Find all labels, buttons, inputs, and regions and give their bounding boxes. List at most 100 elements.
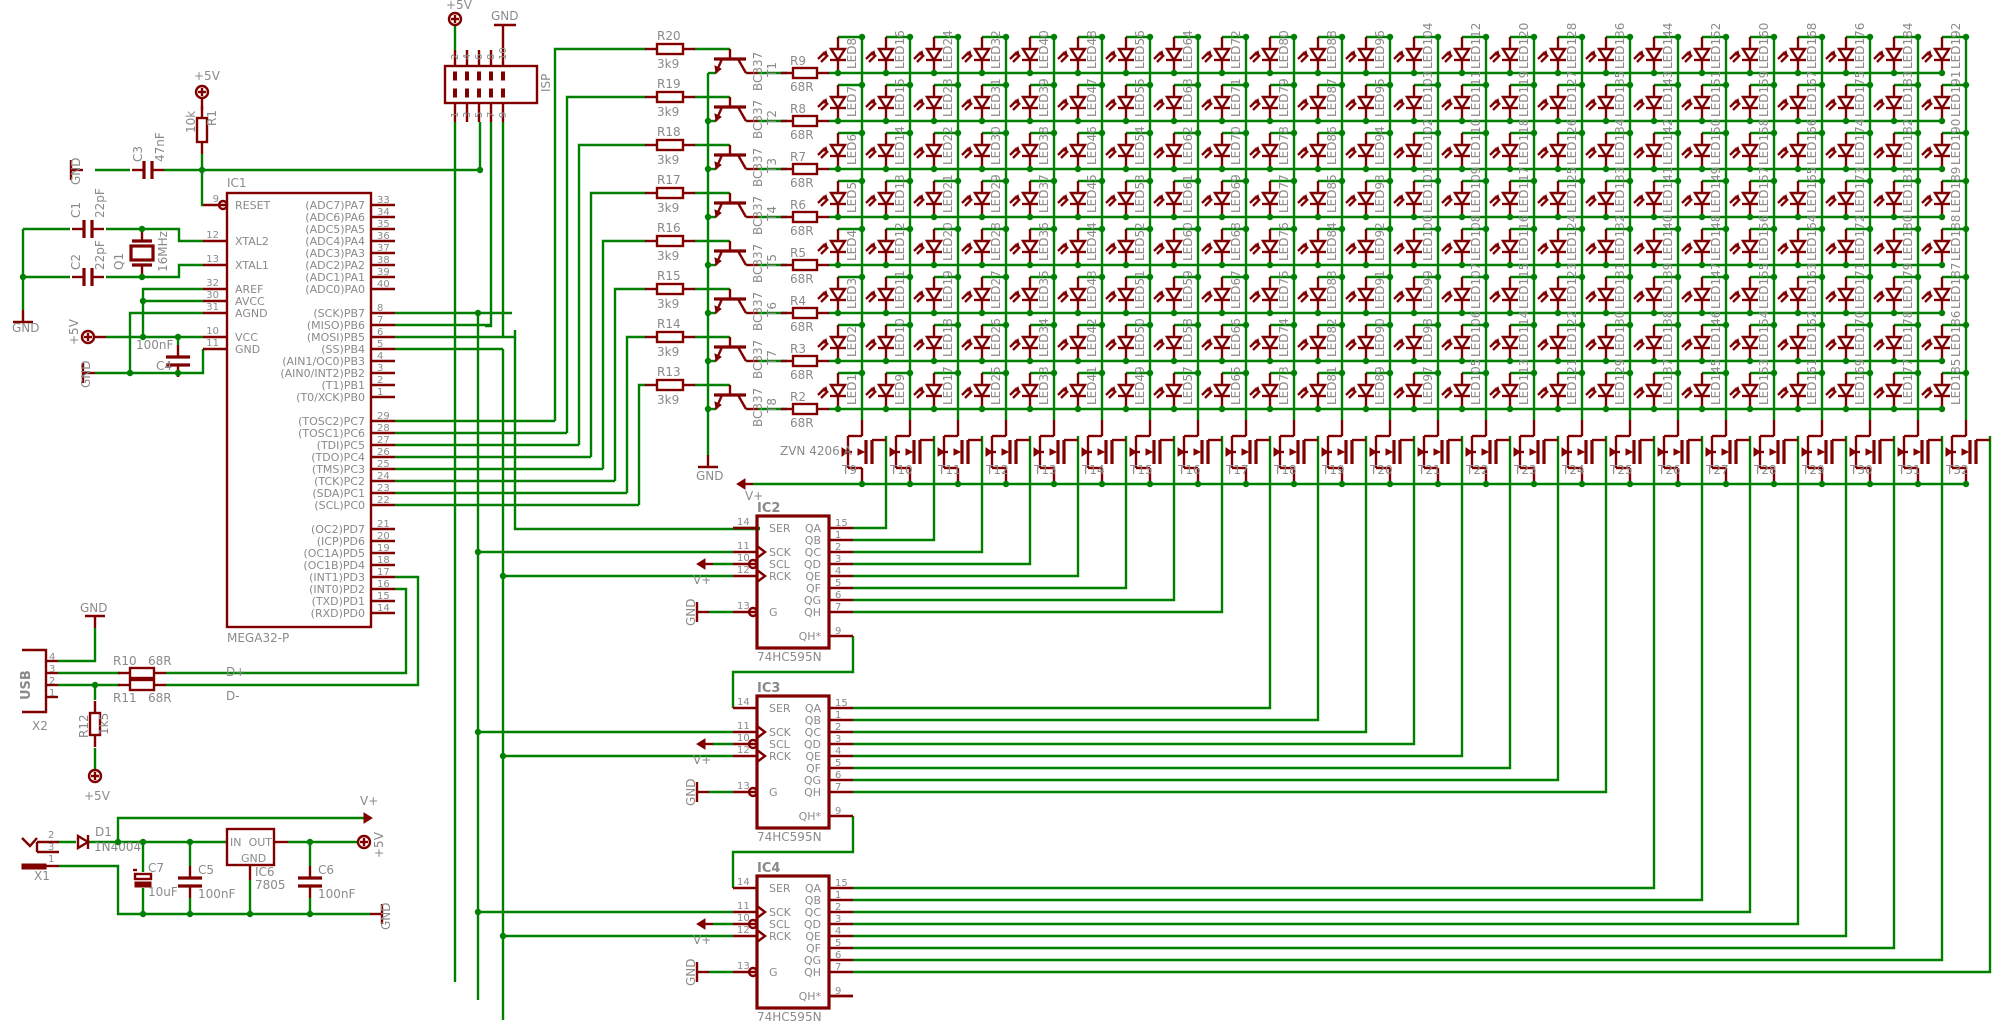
inversion-bubble xyxy=(747,558,759,570)
led-icon xyxy=(1393,181,1424,217)
junction-dot xyxy=(1218,261,1226,269)
led-label: LED102 xyxy=(1421,119,1435,165)
led-triangle xyxy=(1740,239,1760,255)
led-ray xyxy=(1588,342,1597,351)
led-label: LED174 xyxy=(1853,119,1867,165)
led-triangle xyxy=(1260,287,1280,303)
fet-diode-head xyxy=(1273,447,1281,457)
led-ray xyxy=(868,246,877,255)
led-ray-head xyxy=(870,385,876,392)
led-ray-head xyxy=(1638,97,1644,104)
led-icon xyxy=(1777,277,1808,313)
sr-pin-name: SER xyxy=(769,882,791,895)
junction-dot xyxy=(1290,273,1298,281)
led-icon xyxy=(1681,181,1712,217)
junction-dot xyxy=(1362,117,1370,125)
led-ray-head xyxy=(1254,97,1260,104)
junction-dot xyxy=(1146,81,1154,89)
led-icon xyxy=(961,133,992,169)
junction-dot xyxy=(1194,177,1202,185)
led-triangle xyxy=(1260,335,1280,351)
led-ray xyxy=(1204,198,1213,207)
led-ray-head xyxy=(1014,385,1020,392)
junction-dot xyxy=(1914,177,1922,185)
led-ray-head xyxy=(1878,289,1884,296)
mosfet-name: T15 xyxy=(1129,463,1153,477)
led-ray xyxy=(1252,390,1261,399)
junction-dot xyxy=(882,357,890,365)
led-label: LED142 xyxy=(1661,119,1675,165)
junction-dot xyxy=(1218,69,1226,77)
led-triangle xyxy=(1500,143,1520,159)
led-ray-head xyxy=(1878,385,1884,392)
junction-dot xyxy=(1122,405,1130,413)
resistor-body xyxy=(128,666,156,680)
led-ray xyxy=(964,102,973,111)
led-ray xyxy=(1300,102,1309,111)
led-triangle xyxy=(972,47,992,63)
transistor-part: BC337 xyxy=(751,52,765,91)
led-icon xyxy=(1489,229,1520,265)
wire xyxy=(853,436,1176,602)
wire xyxy=(853,436,1080,578)
junction-dot xyxy=(954,33,962,41)
junction-dot xyxy=(19,273,27,281)
sr-pin-name: QH xyxy=(804,966,821,979)
wire xyxy=(853,436,1224,614)
led-ray-head xyxy=(1350,289,1356,296)
junction-dot xyxy=(1626,177,1634,185)
led-icon xyxy=(1153,229,1184,265)
junction-dot xyxy=(954,129,962,137)
sr-pin-name: QB xyxy=(805,714,821,727)
shift-register-IC2 xyxy=(733,514,853,650)
plus5v-r1-icon xyxy=(194,84,210,100)
led-triangle xyxy=(876,335,896,351)
ground-regulator-icon xyxy=(370,904,384,924)
junction-dot xyxy=(1818,33,1826,41)
led-ray-head xyxy=(1398,241,1404,248)
led-triangle xyxy=(924,239,944,255)
junction-dot xyxy=(174,369,182,377)
led-ray xyxy=(1060,342,1069,351)
led-label: LED190 xyxy=(1949,119,1963,165)
jack-pin-number: 1 xyxy=(48,854,54,865)
sr-pin-name: SCK xyxy=(769,726,792,739)
led-ray-head xyxy=(1302,289,1308,296)
mcu-pin-name: (SDA)PC1 xyxy=(312,487,365,500)
junction-dot xyxy=(1410,165,1418,173)
plus5v-label: +5V xyxy=(372,831,386,858)
mosfet-T25 xyxy=(1609,420,1654,484)
vplus-arrow-icon xyxy=(696,738,713,750)
led-icon xyxy=(1489,133,1520,169)
led-ray xyxy=(1252,342,1261,351)
led-ray xyxy=(1684,390,1693,399)
npn-transistor-T2 xyxy=(714,97,748,122)
junction-dot xyxy=(1170,213,1178,221)
wire xyxy=(95,349,205,375)
junction-dot xyxy=(906,33,914,41)
row-resistor-value: 68R xyxy=(790,416,814,430)
sr-pin-number: 4 xyxy=(835,566,841,577)
led-ray xyxy=(1012,246,1021,255)
capacitor-c5 xyxy=(178,866,202,898)
junction-dot xyxy=(1842,405,1850,413)
ground-sr-icon xyxy=(695,602,709,622)
led-ray xyxy=(1204,390,1213,399)
junction-dot xyxy=(1722,273,1730,281)
fet-diode-head xyxy=(1753,447,1761,457)
led-icon xyxy=(1153,181,1184,217)
led-ray xyxy=(868,198,877,207)
led-ray-head xyxy=(822,193,828,200)
led-label: LED82 xyxy=(1325,318,1339,357)
mcu-pin-number: 9 xyxy=(213,194,219,205)
led-icon xyxy=(1729,325,1760,361)
junctions-layer xyxy=(19,33,1970,940)
c2-name: C2 xyxy=(69,254,83,270)
sr-pin-number: 12 xyxy=(737,745,750,756)
junction-dot xyxy=(1458,69,1466,77)
fet-diode-head xyxy=(1897,447,1905,457)
junction-dot xyxy=(1770,177,1778,185)
junction-dot xyxy=(930,213,938,221)
led-icon xyxy=(1921,277,1952,313)
mcu-pin-number: 33 xyxy=(377,195,390,206)
